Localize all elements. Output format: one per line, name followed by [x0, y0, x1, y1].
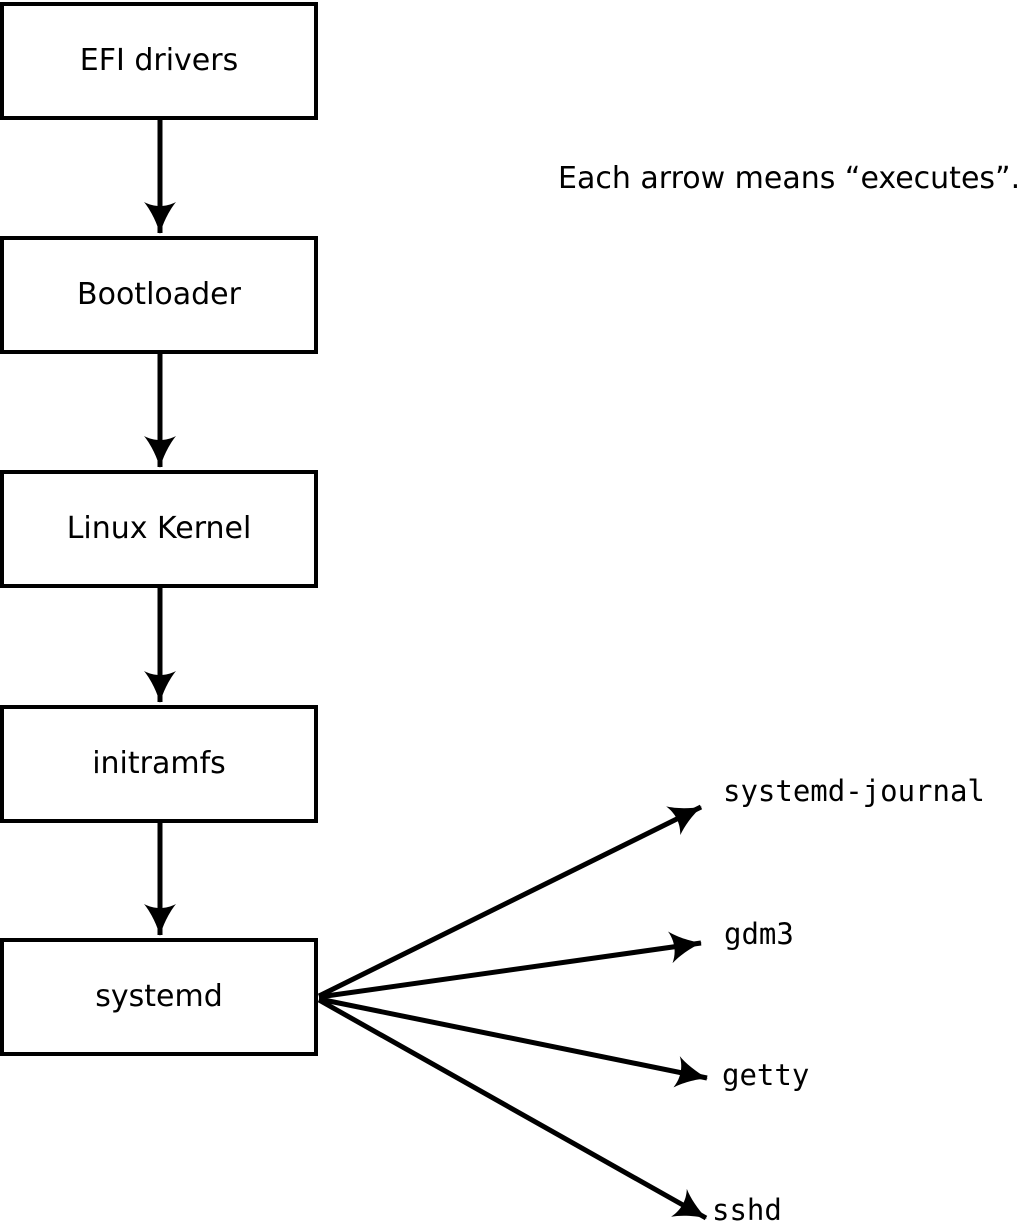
arrow-systemd-to-gdm3 [318, 931, 702, 1000]
target-gdm3: gdm3 [724, 917, 794, 951]
node-bootloader: Bootloader [0, 236, 318, 354]
node-linux-kernel-label: Linux Kernel [66, 511, 252, 546]
node-initramfs-label: initramfs [92, 746, 226, 781]
node-initramfs: initramfs [0, 705, 318, 823]
node-efi-drivers: EFI drivers [0, 2, 318, 120]
arrow-meaning-note: Each arrow means “executes”. [558, 161, 1021, 196]
arrow-systemd-to-getty [318, 996, 708, 1088]
node-linux-kernel: Linux Kernel [0, 470, 318, 588]
node-systemd-label: systemd [95, 979, 223, 1014]
arrow-systemd-to-sshd [317, 997, 708, 1221]
node-systemd: systemd [0, 938, 318, 1056]
target-sshd: sshd [712, 1193, 782, 1227]
target-getty: getty [722, 1058, 810, 1092]
node-bootloader-label: Bootloader [77, 277, 241, 312]
arrow-systemd-to-journal [317, 804, 703, 999]
target-systemd-journal: systemd-journal [723, 774, 985, 808]
node-efi-drivers-label: EFI drivers [79, 43, 239, 78]
